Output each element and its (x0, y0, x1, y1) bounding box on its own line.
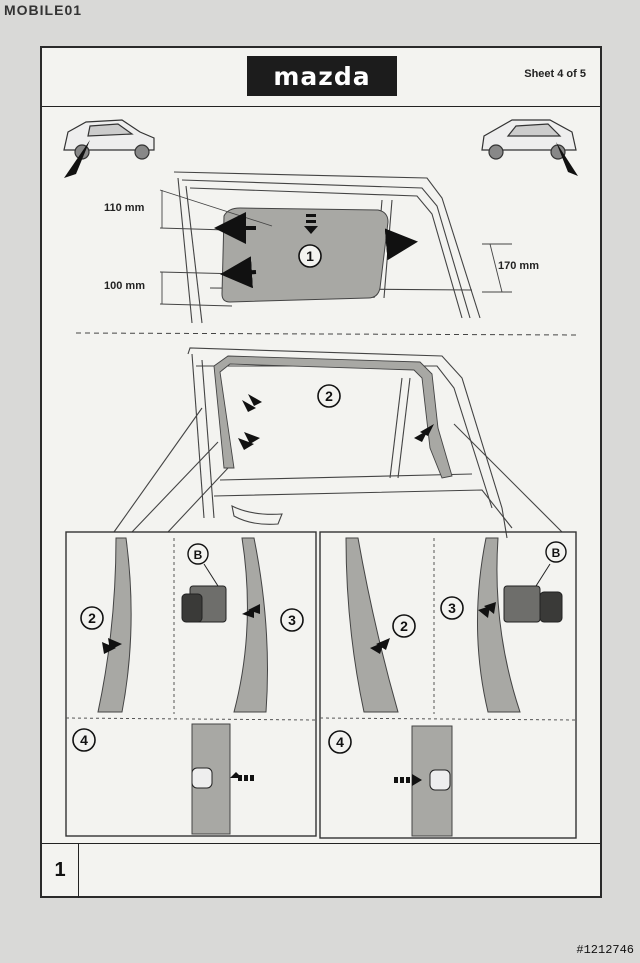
header-divider (42, 106, 600, 107)
right-step3-badge (440, 596, 464, 620)
step2-main-badge (317, 384, 341, 408)
section-divider (75, 332, 581, 336)
seal-channel (213, 355, 453, 479)
page-number: 1 (42, 843, 79, 898)
sheet-number: Sheet 4 of 5 (524, 68, 586, 80)
left-step4-number: 4 (80, 732, 88, 748)
right-seal-strip-b (477, 537, 521, 713)
right-b-label: B (552, 546, 561, 560)
step2-door-diagram (113, 347, 563, 539)
down-arrow-icon (304, 214, 318, 234)
bottom-gap-label: 100 mm (104, 280, 145, 292)
right-step3-number: 3 (448, 600, 456, 616)
press-arrows-step2 (238, 394, 434, 450)
left-b-label: B (194, 548, 203, 562)
left-step3-badge (280, 608, 304, 632)
left-clip-installed (191, 767, 213, 789)
panel-dividers (65, 538, 577, 721)
mobile01-watermark: MOBILE01 (4, 2, 83, 18)
right-clip-cap (539, 591, 563, 623)
detail-panels (65, 531, 577, 839)
left-step2-number: 2 (88, 610, 96, 626)
right-b-badge (545, 541, 567, 563)
right-step2-number: 2 (400, 618, 408, 634)
right-detail-arrows (370, 602, 496, 654)
photo-id-label: #1212746 (576, 943, 634, 957)
right-clip-b (503, 585, 541, 623)
step2-main-number: 2 (325, 388, 333, 404)
left-seal-strip-b (233, 537, 268, 713)
step1-badge (298, 244, 322, 268)
right-step4-number: 4 (336, 734, 344, 750)
step1-number: 1 (306, 248, 314, 264)
bottom-gap-arrow-icon (220, 256, 257, 289)
side-gap-arrow-icon (384, 228, 418, 261)
top-gap-label: 110 mm (104, 202, 145, 214)
left-step4-arrow-icon (230, 772, 254, 781)
car-right-arrow-icon (556, 142, 578, 176)
right-step4-badge (328, 730, 352, 754)
car-left-icon (63, 119, 155, 160)
right-step2-badge (392, 614, 416, 638)
left-step4-badge (72, 728, 96, 752)
footer-divider (42, 843, 600, 844)
right-clip-installed (429, 769, 451, 791)
left-step2-badge (80, 606, 104, 630)
mazda-logo: mazda (247, 56, 397, 96)
car-right-icon (481, 119, 577, 160)
side-gap-label: 170 mm (498, 260, 539, 272)
left-step3-number: 3 (288, 612, 296, 628)
instruction-sheet: mazda Sheet 4 of 5 (40, 46, 602, 898)
instruction-diagrams: 1 2 (63, 119, 581, 839)
left-detail-arrows (102, 604, 260, 654)
car-left-arrow-icon (64, 140, 90, 178)
right-seal-strip-a (345, 537, 399, 713)
left-b-badge (187, 543, 209, 565)
left-seal-strip-a (97, 537, 132, 713)
right-step4-arrow-icon (394, 774, 422, 786)
left-clip-cap (181, 593, 203, 623)
